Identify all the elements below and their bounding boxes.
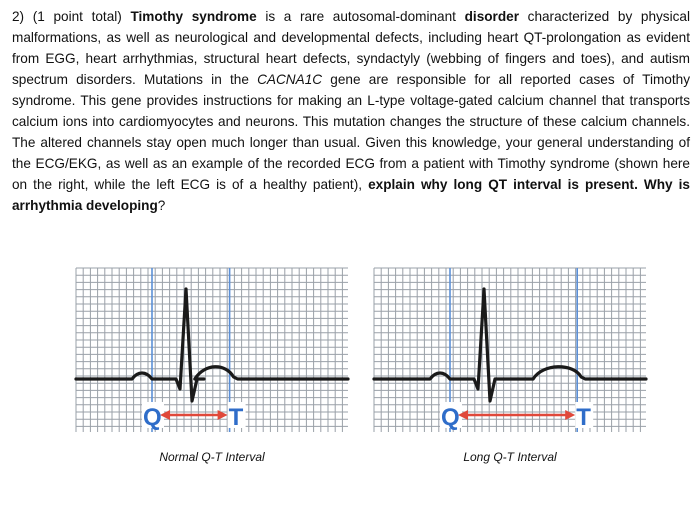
ecg-long-qt-arrowhead-left	[458, 410, 468, 420]
ecg-normal-qt-arrowhead-left	[160, 410, 170, 420]
ecg-normal-q-label-bg	[142, 402, 164, 428]
ecg-normal-ecg-trace	[74, 287, 350, 403]
question-end: ?	[157, 198, 166, 213]
caption-normal: Normal Q-T Interval	[159, 450, 265, 464]
question-text-2: is a rare autosomal-dominant	[256, 9, 465, 24]
ecg-long-t-label-bg	[575, 402, 594, 428]
question-prompt: explain why long QT interval is present.…	[12, 177, 690, 213]
ecg-long-q-label: Q	[441, 404, 460, 431]
question-text-3: characterized by physical malformations,…	[12, 9, 690, 87]
ecg-normal-t-label: T	[229, 404, 244, 431]
ecg-long-ecg-trace	[372, 287, 648, 403]
ecg-long-q-label-bg	[440, 402, 462, 428]
ecg-normal-grid	[75, 267, 348, 432]
term-timothy-syndrome: Timothy syndrome	[130, 9, 257, 24]
ecg-normal-q-label: Q	[143, 404, 162, 431]
question-text: 2) (1 point total) Timothy syndrome is a…	[12, 6, 690, 216]
ecg-long-grid	[373, 267, 646, 432]
caption-long: Long Q-T Interval	[463, 450, 557, 464]
question-prefix: 2) (1 point total)	[12, 9, 131, 24]
gene-name: CACNA1C	[257, 72, 323, 87]
question-text-4: gene are responsible for all reported ca…	[12, 72, 691, 192]
ecg-normal-qt-arrowhead-right	[217, 410, 228, 420]
ecg-long-qt-arrowhead-right	[565, 410, 576, 420]
ecg-normal-t-label-bg	[227, 402, 246, 428]
term-disorder: disorder	[464, 9, 519, 24]
ecg-long-t-label: T	[576, 404, 591, 431]
